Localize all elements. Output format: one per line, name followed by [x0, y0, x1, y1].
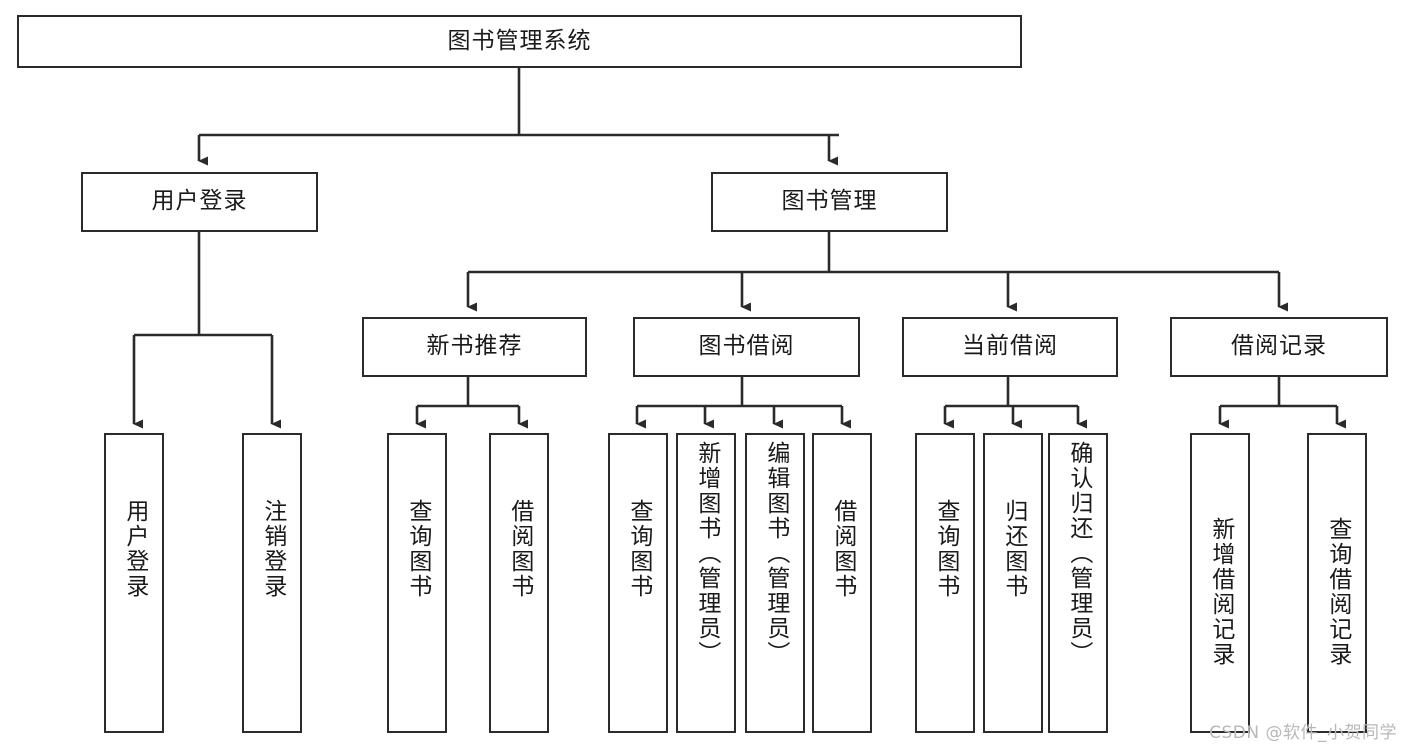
leaf-return-book-label: 归还图书: [1000, 499, 1027, 599]
watermark: CSDN @软件_小贺同学: [1209, 723, 1397, 743]
leaf-edit-book-label: 编辑图书（管理员）: [762, 441, 789, 666]
leaf-user-logout[interactable]: 注销登录: [242, 433, 302, 733]
leaf-user-login[interactable]: 用户登录: [104, 433, 164, 733]
node-new-book-rec-label: 新书推荐: [426, 333, 523, 360]
leaf-borrow-book-2-label: 借阅图书: [829, 499, 856, 599]
leaf-return-book[interactable]: 归还图书: [983, 433, 1043, 733]
leaf-query-book-1-label: 查询图书: [404, 499, 431, 599]
leaf-borrow-book-1[interactable]: 借阅图书: [489, 433, 549, 733]
leaf-add-record[interactable]: 新增借阅记录: [1190, 433, 1250, 733]
leaf-confirm-return[interactable]: 确认归还（管理员）: [1048, 433, 1108, 733]
leaf-user-login-label: 用户登录: [121, 499, 148, 599]
leaf-query-book-3-label: 查询图书: [932, 499, 959, 599]
leaf-borrow-book-2[interactable]: 借阅图书: [812, 433, 872, 733]
node-borrow-record-label: 借阅记录: [1231, 333, 1327, 360]
node-user-login-label: 用户登录: [151, 188, 248, 215]
leaf-user-logout-label: 注销登录: [259, 499, 286, 599]
node-borrow-record[interactable]: 借阅记录: [1170, 317, 1388, 377]
leaf-add-record-label: 新增借阅记录: [1207, 517, 1234, 667]
leaf-add-book-label: 新增图书（管理员）: [693, 441, 720, 666]
node-book-borrow-label: 图书借阅: [698, 333, 795, 360]
node-root[interactable]: 图书管理系统: [17, 15, 1022, 68]
node-root-label: 图书管理系统: [447, 27, 592, 54]
leaf-query-book-1[interactable]: 查询图书: [387, 433, 447, 733]
leaf-query-book-2-label: 查询图书: [625, 499, 652, 599]
leaf-add-book[interactable]: 新增图书（管理员）: [676, 433, 736, 733]
leaf-edit-book[interactable]: 编辑图书（管理员）: [745, 433, 805, 733]
node-current-borrow[interactable]: 当前借阅: [902, 317, 1118, 377]
node-book-borrow[interactable]: 图书借阅: [633, 317, 860, 377]
node-book-manage-label: 图书管理: [781, 188, 878, 215]
leaf-query-book-2[interactable]: 查询图书: [608, 433, 668, 733]
leaf-query-record-label: 查询借阅记录: [1324, 517, 1351, 667]
leaf-borrow-book-1-label: 借阅图书: [506, 499, 533, 599]
node-user-login[interactable]: 用户登录: [81, 172, 318, 232]
leaf-query-record[interactable]: 查询借阅记录: [1307, 433, 1367, 733]
node-current-borrow-label: 当前借阅: [962, 333, 1058, 360]
node-new-book-rec[interactable]: 新书推荐: [362, 317, 587, 377]
leaf-query-book-3[interactable]: 查询图书: [915, 433, 975, 733]
node-book-manage[interactable]: 图书管理: [711, 172, 948, 232]
leaf-confirm-return-label: 确认归还（管理员）: [1065, 441, 1092, 666]
